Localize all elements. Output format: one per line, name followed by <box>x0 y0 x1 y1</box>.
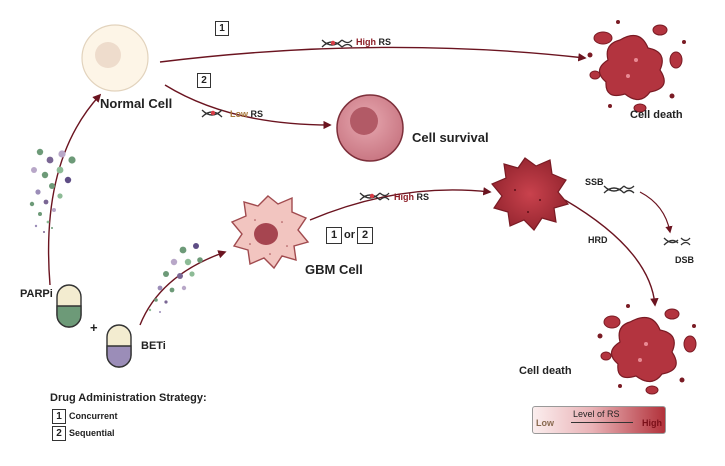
strategy-2-marker: 2 <box>197 73 211 88</box>
ssb-label: SSB <box>585 177 604 187</box>
beti-label: BETi <box>141 340 166 352</box>
rs-label-low: Low RS <box>230 109 263 119</box>
scale-title: Level of RS <box>573 409 620 419</box>
plus-sign: + <box>90 320 98 335</box>
gbm-cell <box>230 195 310 270</box>
rs-word-top: RS <box>378 37 392 47</box>
dna-dsb-icon <box>663 237 691 246</box>
rs-level-high-mid: High <box>394 192 414 202</box>
cell-death-bottom-label: Cell death <box>519 365 572 377</box>
legend-title: Drug Administration Strategy: <box>50 392 207 404</box>
rs-word-mid: RS <box>416 192 430 202</box>
strategy-1-marker-top: 1 <box>215 21 229 36</box>
or-label: or <box>344 229 355 241</box>
dna-high-rs-mid-icon <box>359 192 390 201</box>
legend-label-concurrent: Concurrent <box>69 411 118 421</box>
arrow-normal-to-death <box>159 46 587 63</box>
cell-death-fragments-top <box>587 20 686 113</box>
gbm-cell-label: GBM Cell <box>305 262 363 277</box>
cell-death-top-label: Cell death <box>630 109 683 121</box>
scale-arrow <box>571 422 633 423</box>
rs-label-mid: High RS <box>394 192 429 202</box>
arrow-normal-to-survival <box>164 84 332 130</box>
parpi-drug-particles <box>29 148 76 233</box>
scale-high-label: High <box>642 418 662 428</box>
arrow-beti-to-gbm <box>139 250 227 326</box>
parpi-label: PARPi <box>20 288 53 300</box>
parpi-capsule <box>56 284 82 328</box>
strategy-1-marker-gbm: 1 <box>326 227 342 244</box>
rs-level-low: Low <box>230 109 248 119</box>
dying-gbm-cell <box>491 157 570 231</box>
arrow-parpi-to-normal <box>47 93 102 286</box>
normal-cell-label: Normal Cell <box>100 96 173 111</box>
scale-low-label: Low <box>536 418 554 428</box>
beti-capsule <box>106 324 132 368</box>
normal-cell <box>81 24 149 92</box>
dna-low-rs-icon <box>201 109 223 118</box>
rs-level-scale: Low Level of RS High <box>532 406 666 434</box>
dna-high-rs-top-icon <box>321 39 353 48</box>
legend-label-sequential: Sequential <box>69 428 115 438</box>
beti-drug-particles <box>148 243 203 313</box>
dna-ssb-icon <box>603 185 635 194</box>
cell-survival-label: Cell survival <box>412 130 489 145</box>
survival-cell <box>336 94 404 162</box>
hrd-label: HRD <box>588 235 608 245</box>
legend-num-1: 1 <box>52 409 66 424</box>
rs-word-low: RS <box>250 109 264 119</box>
legend-num-2: 2 <box>52 426 66 441</box>
arrow-dying-to-death <box>564 199 659 307</box>
cell-death-fragments-bottom <box>597 304 697 395</box>
strategy-2-marker-gbm: 2 <box>357 227 373 244</box>
arrow-gbm-to-dying <box>309 187 492 221</box>
dsb-label: DSB <box>675 255 695 265</box>
rs-level-high-top: High <box>356 37 376 47</box>
arrow-ssb-to-dsb <box>639 191 673 234</box>
rs-label-top: High RS <box>356 37 391 47</box>
